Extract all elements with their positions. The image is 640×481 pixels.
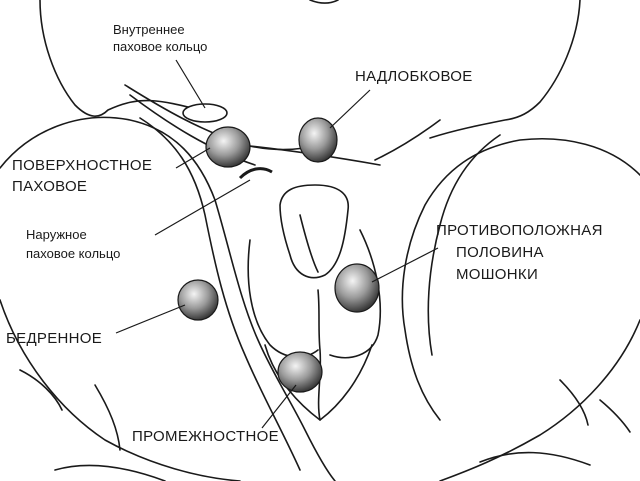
left-leg-crease-2 <box>19 369 63 411</box>
label-internal-ring-1: Внутреннее <box>113 22 185 37</box>
abdomen-outline-right <box>429 0 581 139</box>
inguinal-line-right <box>374 119 441 161</box>
label-internal-ring-2: паховое кольцо <box>113 39 208 54</box>
hernia-sites <box>177 103 380 393</box>
leader-internal-ring <box>175 59 206 109</box>
label-external-ring-2: паховое кольцо <box>26 246 121 261</box>
scrotum-left <box>247 239 319 358</box>
left-thigh-outline <box>0 116 336 481</box>
label-contralateral-1: ПРОТИВОПОЛОЖНАЯ <box>436 222 603 239</box>
label-suprapubic: НАДЛОБКОВОЕ <box>355 68 473 85</box>
penis-outline <box>279 184 349 279</box>
right-leg-lower <box>439 319 640 481</box>
scrotal-raphe <box>317 289 322 421</box>
leader-femoral <box>115 304 186 334</box>
left-leg-lower <box>0 299 241 481</box>
leader-perineal <box>261 384 297 429</box>
external-ring-crescent <box>238 167 273 180</box>
label-contralateral-3: МОШОНКИ <box>456 266 539 283</box>
penis-glans <box>299 214 319 273</box>
right-thigh-outline <box>401 137 640 421</box>
suprapubic-testis <box>298 117 338 163</box>
navel-curve <box>309 0 339 4</box>
internal-ring-ellipse <box>182 103 228 123</box>
superficial-inguinal-testis <box>205 126 251 168</box>
label-contralateral-2: ПОЛОВИНА <box>456 244 544 261</box>
right-leg-crease <box>559 379 589 426</box>
right-thigh-inner <box>427 134 501 356</box>
leader-suprapubic <box>329 89 371 129</box>
scrotum-right <box>329 229 382 359</box>
label-femoral: БЕДРЕННОЕ <box>6 330 103 347</box>
label-perineal: ПРОМЕЖНОСТНОЕ <box>132 428 279 445</box>
label-superficial-inguinal-2: ПАХОВОЕ <box>12 178 88 195</box>
label-superficial-inguinal-1: ПОВЕРХНОСТНОЕ <box>12 157 153 174</box>
right-leg-bottom <box>479 451 591 466</box>
abdomen-outline-left <box>39 0 201 117</box>
perineal-testis <box>277 351 323 393</box>
leader-external-ring <box>154 179 251 236</box>
femoral-testis <box>177 279 219 321</box>
label-external-ring-1: Наружное <box>26 227 87 242</box>
contralateral-testis <box>334 263 380 313</box>
left-leg-bottom <box>54 464 166 481</box>
leader-contralateral <box>371 247 439 283</box>
right-leg-crease-2 <box>599 399 631 433</box>
leader-superficial-inguinal <box>175 147 211 169</box>
left-leg-crease <box>94 384 121 451</box>
left-thigh-inner <box>139 117 301 471</box>
